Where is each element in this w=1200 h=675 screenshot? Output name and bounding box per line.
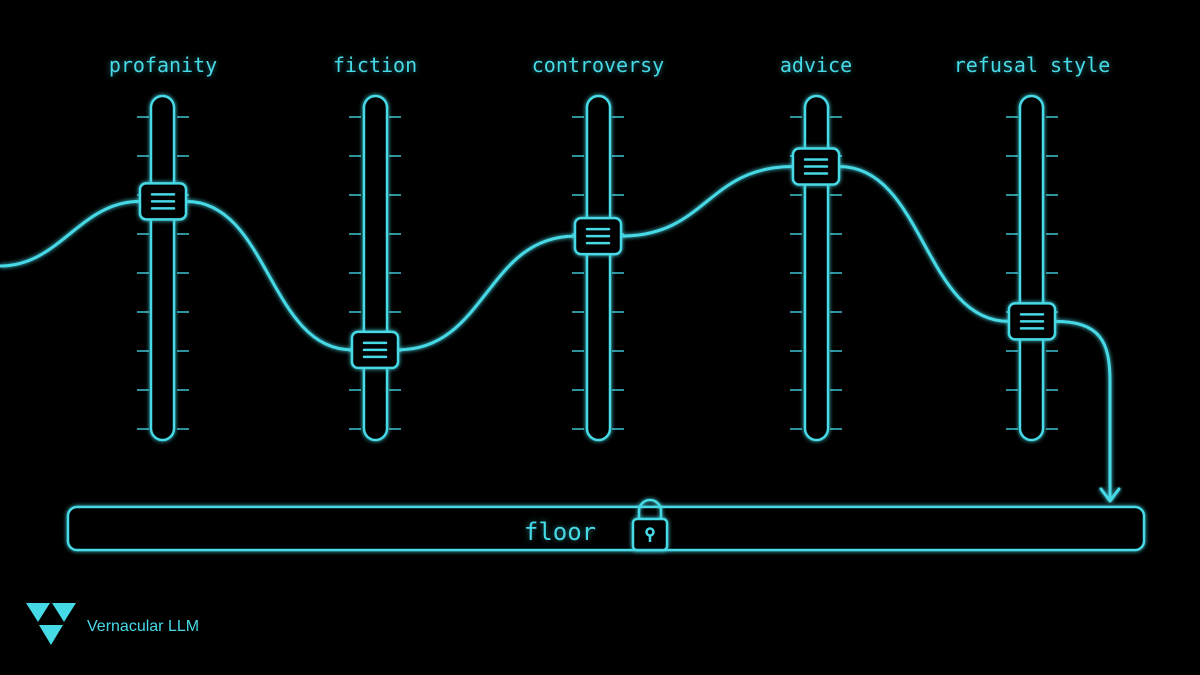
grip-lines-icon (585, 227, 611, 245)
grip-lines-icon (1019, 313, 1045, 330)
slider-handle-controversy[interactable] (573, 216, 623, 256)
slider-label-advice: advice (779, 53, 853, 77)
slider-label-fiction: fiction (332, 53, 418, 77)
slider-track-controversy[interactable] (585, 94, 612, 442)
slider-label-controversy: controversy (531, 53, 665, 77)
grip-lines-icon (150, 193, 176, 210)
slider-handle-fiction[interactable] (350, 330, 400, 370)
slider-label-profanity: profanity (108, 53, 218, 77)
grip-lines-icon (362, 341, 388, 359)
brand-name: Vernacular LLM (87, 618, 200, 635)
grip-lines-icon (803, 158, 829, 175)
floor-bar (66, 505, 1146, 552)
arrow-down-icon (1099, 487, 1121, 503)
triangle-logo-icon (26, 603, 76, 645)
padlock-icon (631, 498, 669, 552)
slider-handle-profanity[interactable] (138, 182, 188, 221)
floor-label: floor (523, 518, 597, 546)
slider-track-refusal-style[interactable] (1018, 94, 1045, 442)
slider-handle-advice[interactable] (791, 147, 841, 186)
slider-handle-refusal-style[interactable] (1007, 302, 1057, 341)
slider-track-fiction[interactable] (362, 94, 389, 442)
slider-track-profanity[interactable] (149, 94, 176, 442)
slider-label-refusal-style: refusal style (953, 53, 1111, 77)
